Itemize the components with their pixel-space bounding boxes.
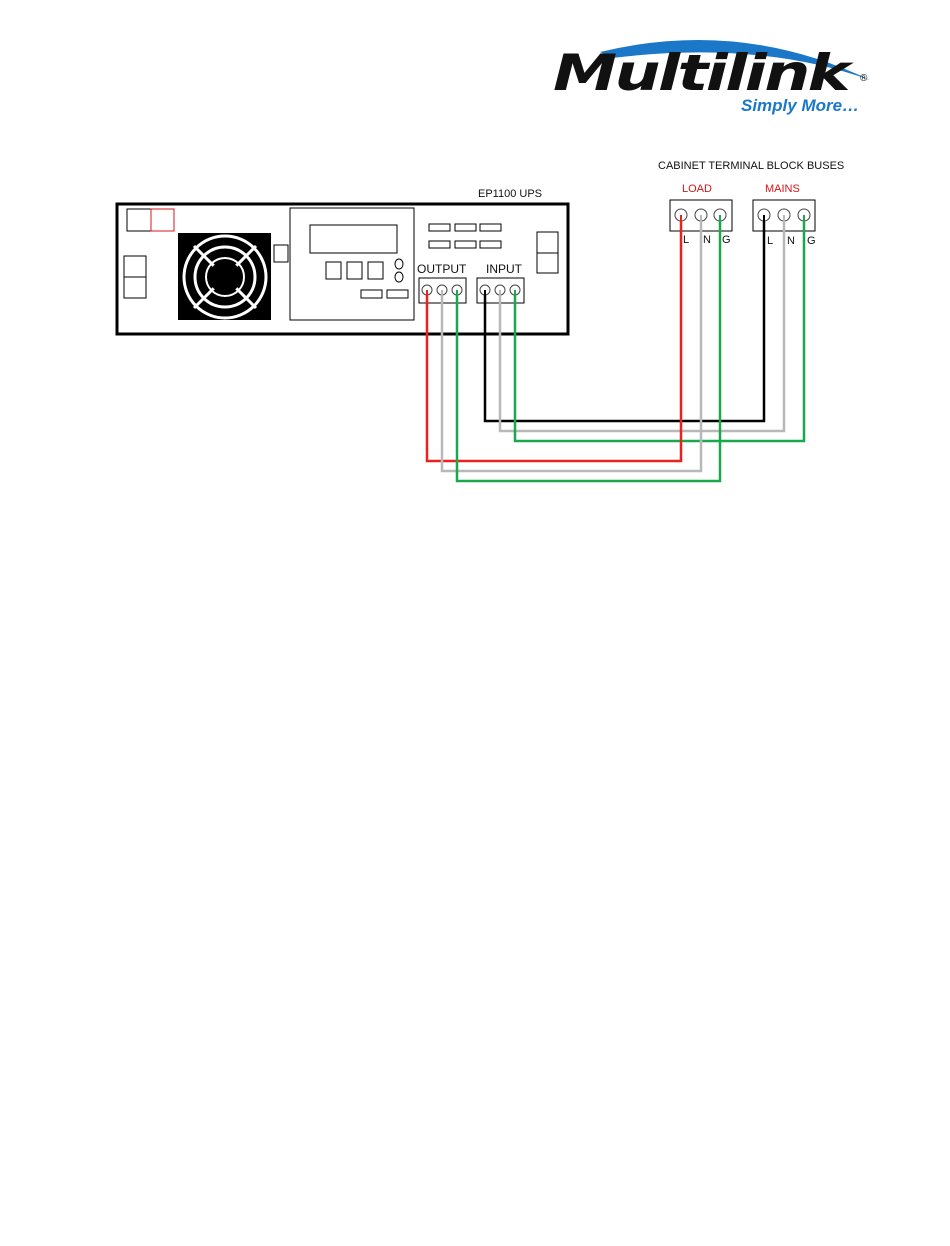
load-l-letter: L: [683, 234, 689, 246]
ups-lcd-display: [310, 225, 397, 253]
ups-label: EP1100 UPS: [478, 188, 542, 200]
mains-label: MAINS: [765, 183, 800, 195]
ups-outlet-slot: [429, 224, 450, 231]
ups-outlet-slot: [480, 224, 501, 231]
cabinet-title: CABINET TERMINAL BLOCK BUSES: [658, 160, 844, 172]
ups-right-port-upper: [537, 232, 558, 253]
mains-g-letter: G: [807, 235, 816, 247]
multilink-logo: Multilink ® Simply More…: [553, 40, 870, 115]
ups-led-lower: [395, 272, 403, 282]
ups-outlet-slot: [429, 241, 450, 248]
mains-l-letter: L: [767, 235, 773, 247]
load-g-letter: G: [722, 234, 731, 246]
ups-left-port-lower: [124, 277, 146, 298]
input-label: INPUT: [486, 262, 523, 276]
ups-button-3: [368, 262, 383, 279]
ups-right-port-lower: [537, 253, 558, 273]
logo-wordmark: Multilink: [553, 44, 854, 102]
output-label: OUTPUT: [417, 262, 467, 276]
logo-registered-mark: ®: [860, 73, 868, 84]
ups-outlet-slot: [455, 224, 476, 231]
load-label: LOAD: [682, 183, 712, 195]
ups-indicator-square: [274, 245, 288, 262]
mains-n-letter: N: [787, 235, 795, 247]
ups-left-port-upper: [124, 256, 146, 277]
ups-button-2: [347, 262, 362, 279]
ups-led-upper: [395, 259, 403, 269]
logo-tagline: Simply More…: [741, 96, 859, 115]
ups-outlet-slot: [480, 241, 501, 248]
load-n-letter: N: [703, 234, 711, 246]
ups-slot-1: [361, 290, 382, 298]
ups-slot-2: [387, 290, 408, 298]
ups-switch-red: [151, 209, 174, 231]
ups-button-1: [326, 262, 341, 279]
ups-switch-black: [127, 209, 151, 231]
fan-grille-icon: [178, 233, 271, 320]
ups-outlet-slot: [455, 241, 476, 248]
